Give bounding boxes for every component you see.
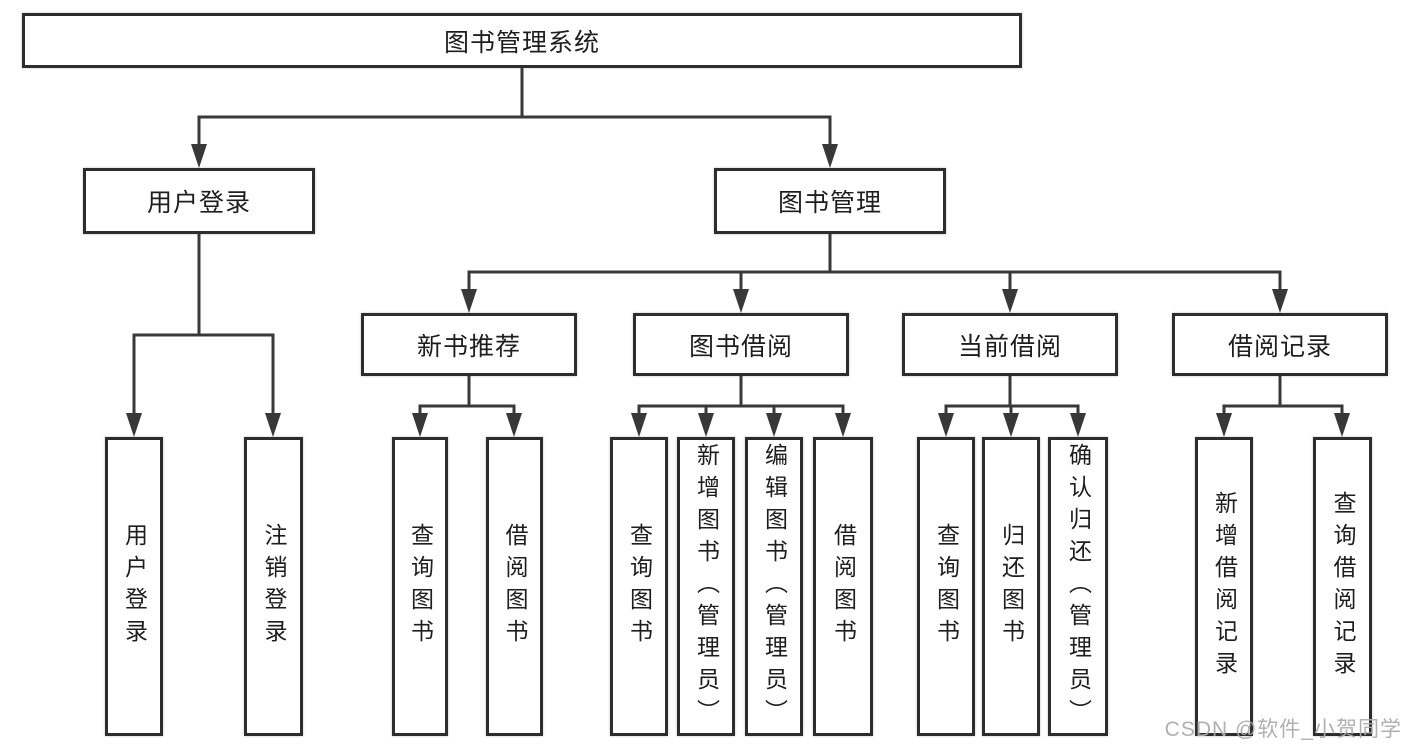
arrowhead (631, 413, 647, 437)
leaf-borrow-query-books: 查询图书 (610, 437, 668, 736)
node-user-login-label: 用户登录 (146, 189, 251, 217)
arrowhead (1003, 413, 1019, 437)
node-book-mgmt: 图书管理 (714, 168, 946, 234)
node-root-label: 图书管理系统 (443, 28, 600, 57)
node-borrow-records-label: 借阅记录 (1227, 332, 1332, 361)
leaf-borrow-edit-books-admin: 编辑图书（管理员） (745, 437, 803, 736)
leaf-current-query-books: 查询图书 (917, 437, 975, 736)
arrowhead (1002, 289, 1018, 313)
leaf-logout: 注销登录 (244, 437, 303, 736)
node-current-borrow: 当前借阅 (902, 313, 1118, 376)
leaf-newbooks-borrow-books: 借阅图书 (486, 437, 543, 736)
csdn-watermark: CSDN @软件_小贺同学 (1164, 718, 1402, 741)
arrowhead (1334, 413, 1350, 437)
arrowhead (938, 413, 954, 437)
connector-current-borrow-children (938, 376, 1086, 437)
connector-borrow-records-children (1216, 376, 1350, 437)
leaf-current-confirm-return-admin: 确认归还（管理员） (1048, 437, 1108, 736)
leaf-records-query-record: 查询借阅记录 (1313, 437, 1372, 736)
arrowhead (506, 413, 522, 437)
leaf-newbooks-query-books: 查询图书 (392, 437, 448, 736)
arrowhead (822, 144, 838, 168)
arrowhead (191, 144, 207, 168)
arrowhead (412, 413, 428, 437)
arrowhead (835, 413, 851, 437)
node-book-borrow: 图书借阅 (633, 313, 849, 376)
arrowhead (766, 413, 782, 437)
node-book-mgmt-label: 图书管理 (777, 189, 882, 217)
leaf-current-return-books: 归还图书 (982, 437, 1040, 736)
node-root: 图书管理系统 (22, 13, 1022, 68)
leaf-user-login: 用户登录 (105, 437, 163, 736)
connector-user-login-children (126, 234, 281, 437)
leaf-borrow-add-books-admin: 新增图书（管理员） (677, 437, 735, 736)
arrowhead (126, 413, 142, 437)
arrowhead (733, 289, 749, 313)
leaf-borrow-borrow-books: 借阅图书 (813, 437, 873, 736)
arrowhead (698, 413, 714, 437)
arrowhead (1070, 413, 1086, 437)
node-new-books: 新书推荐 (361, 313, 577, 376)
node-book-borrow-label: 图书借阅 (688, 332, 793, 361)
arrowhead (1272, 289, 1288, 313)
connector-root-to-level2 (191, 68, 838, 168)
node-borrow-records: 借阅记录 (1172, 313, 1388, 376)
node-current-borrow-label: 当前借阅 (957, 332, 1062, 361)
connector-book-borrow-children (631, 376, 851, 437)
connector-book-mgmt-children (461, 234, 1288, 313)
node-user-login: 用户登录 (83, 168, 315, 234)
arrowhead (461, 289, 477, 313)
arrowhead (265, 413, 281, 437)
node-new-books-label: 新书推荐 (416, 332, 521, 361)
connector-new-books-children (412, 376, 522, 437)
leaf-records-add-record: 新增借阅记录 (1195, 437, 1253, 736)
arrowhead (1216, 413, 1232, 437)
